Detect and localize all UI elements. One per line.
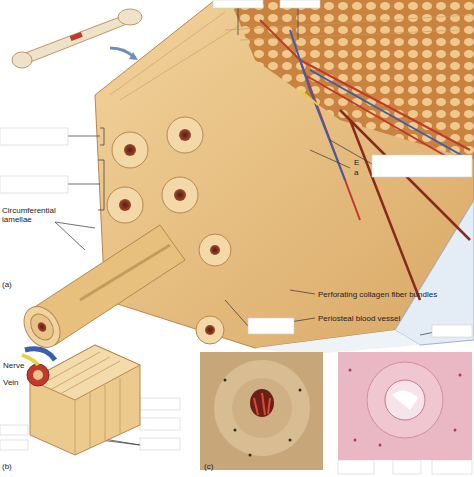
part-label: E <box>354 158 359 167</box>
part-label: Circumferential lamellae <box>2 206 58 224</box>
part-label: (c) <box>204 462 213 471</box>
part-label: Perforating collagen fiber bundles <box>318 290 437 299</box>
long-bone-icon <box>12 9 142 68</box>
compact-bone-block <box>17 0 474 355</box>
bone-photo <box>200 352 323 470</box>
part-label: Periosteal blood vessel <box>318 314 400 323</box>
part-label: Vein <box>3 378 19 387</box>
part-label: (b) <box>2 462 12 471</box>
osteon-detail <box>22 345 140 455</box>
part-label: Nerve <box>3 361 24 370</box>
part-label: (a) <box>2 280 12 289</box>
part-label: a <box>354 168 358 177</box>
micrograph <box>338 352 472 460</box>
